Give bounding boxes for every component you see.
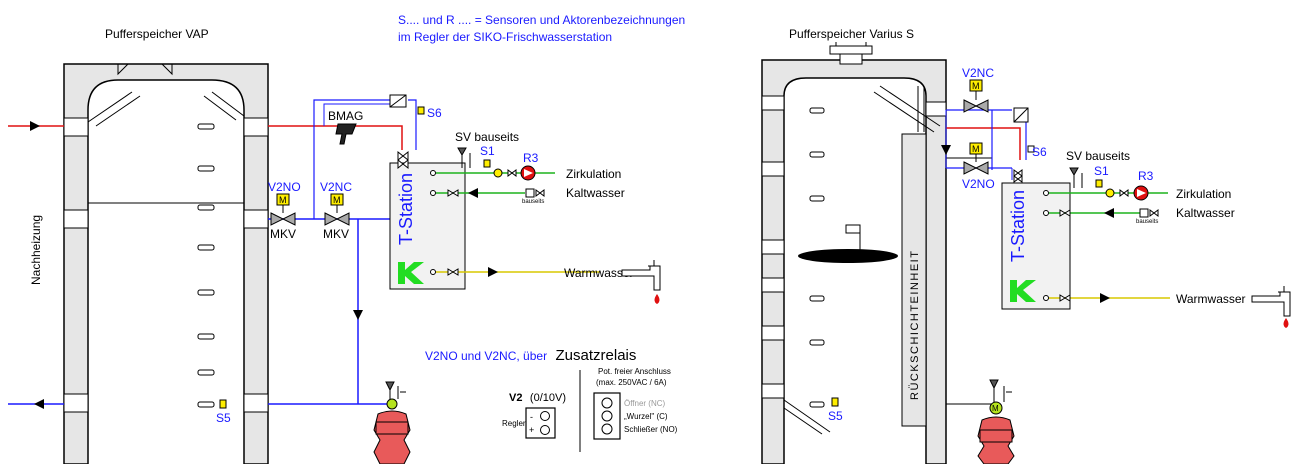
bmag-symbol-icon	[335, 123, 357, 145]
left-drop-icon	[654, 294, 660, 304]
right-bauseits-label: bauseits	[1136, 219, 1158, 225]
left-valve-v2nc[interactable]: V2NC M MKV	[320, 180, 352, 241]
left-s6-label: S6	[427, 106, 442, 120]
left-r3-label: R3	[523, 151, 539, 165]
relay-heading: V2NO und V2NC, über Zusatzrelais	[425, 347, 636, 364]
relay-schliesser: Schließer (NO)	[624, 425, 678, 434]
left-valve-v2no[interactable]: V2NO M MKV	[268, 180, 301, 241]
left-sensor-s6: S6	[389, 94, 442, 120]
right-stratifier-column	[901, 133, 927, 427]
right-faucet-icon	[1251, 291, 1291, 317]
relay-v2: V2	[509, 392, 522, 404]
left-station-logo-icon	[398, 262, 424, 284]
left-valve-v2no-sub: MKV	[270, 227, 296, 241]
left-valve-v2no-label: V2NO	[268, 180, 301, 194]
right-s5-label: S5	[828, 409, 843, 423]
right-drop-icon	[1283, 318, 1289, 328]
right-v2no-label: V2NO	[962, 177, 995, 191]
relay-plus: +	[529, 425, 534, 435]
relay-heading-big: Zusatzrelais	[556, 347, 637, 364]
left-tank-side-label: Nachheizung	[29, 215, 43, 285]
relay-oeffner: Öffner (NC)	[624, 399, 666, 408]
right-valve-v2nc[interactable]: V2NC M	[962, 66, 994, 113]
right-r3-label: R3	[1138, 169, 1154, 183]
right-s1-label: S1	[1094, 164, 1109, 178]
left-sv-label: SV bauseits	[455, 130, 519, 144]
left-t-station-label: T-Station	[396, 173, 416, 245]
left-bmag-label: BMAG	[328, 109, 363, 123]
left-tank-title: Pufferspeicher VAP	[105, 27, 209, 41]
right-t-station-label: T-Station	[1008, 190, 1028, 262]
left-warmwasser-label: Warmwasser	[564, 266, 634, 280]
left-s5-label: S5	[216, 411, 231, 425]
left-tank-vessel	[87, 79, 245, 464]
right-sensor-s6: S6	[1013, 107, 1047, 159]
right-sv-icon	[1069, 167, 1083, 188]
relay-pot-line1: Pot. freier Anschluss	[598, 367, 671, 376]
relay-minus: -	[530, 412, 533, 422]
right-tank-title: Pufferspeicher Varius S	[789, 27, 914, 41]
right-zirkulation-label: Zirkulation	[1176, 187, 1231, 201]
right-t-station[interactable]: T-Station	[1001, 169, 1071, 310]
left-bottom-sensors: S5	[216, 381, 411, 464]
relay-section: V2NO und V2NC, über Zusatzrelais V2 (0/1…	[425, 347, 678, 452]
relay-pot-line2: (max. 250VAC / 6A)	[596, 378, 667, 387]
relay-v2-label: V2 (0/10V)	[509, 388, 566, 405]
right-v2nc-motor: M	[972, 81, 980, 91]
left-outlet-lines: R3 S1 SV bauseits bauseits Zirkulation K…	[436, 130, 661, 304]
right-tank: Pufferspeicher Varius S RÜCKSCHICHTEINHE…	[761, 27, 947, 464]
left-bmag: BMAG	[328, 109, 363, 145]
left-t-station[interactable]: T-Station	[389, 150, 466, 290]
right-outlet-lines: R3 S1 SV bauseits bauseits Zirkulation K…	[1049, 149, 1291, 328]
left-faucet-icon	[621, 265, 661, 291]
left-mag-vessel-icon	[373, 410, 411, 464]
right-tank-vessel	[783, 77, 927, 464]
left-tank: Pufferspeicher VAP Nachhe	[29, 27, 269, 464]
left-s1-label: S1	[480, 144, 495, 158]
right-valve-v2no[interactable]: M V2NO	[962, 142, 995, 191]
left-sv-icon	[457, 147, 471, 168]
right-tank-disc	[798, 249, 898, 263]
right-s6-label: S6	[1032, 145, 1047, 159]
relay-wurzel: „Wurzel" (C)	[624, 412, 668, 421]
relay-heading-prefix: V2NO und V2NC, über	[425, 349, 547, 363]
right-v2no-motor: M	[972, 144, 980, 154]
relay-regler: Regler	[502, 419, 526, 428]
right-stratifier-label: RÜCKSCHICHTEINHEIT	[909, 250, 921, 400]
right-v2nc-label: V2NC	[962, 66, 994, 80]
note-line-1: S.... und R .... = Sensoren und Aktorenb…	[398, 13, 685, 27]
relay-v2-range: (0/10V)	[530, 392, 566, 404]
left-zirkulation-label: Zirkulation	[566, 167, 621, 181]
left-valve-v2nc-motor: M	[333, 195, 341, 205]
right-sv-label: SV bauseits	[1066, 149, 1130, 163]
left-valve-v2nc-label: V2NC	[320, 180, 352, 194]
right-warmwasser-label: Warmwasser	[1176, 292, 1246, 306]
right-station-logo-icon	[1010, 280, 1036, 302]
note-line-2: im Regler der SIKO-Frischwasserstation	[398, 30, 612, 44]
left-valve-v2no-motor: M	[279, 195, 287, 205]
right-bottom-sensors: S5 M	[828, 379, 1015, 464]
relay-regler-box	[525, 407, 556, 439]
left-valve-v2nc-sub: MKV	[323, 227, 349, 241]
right-mag-pump-motor: M	[992, 404, 999, 413]
right-kaltwasser-label: Kaltwasser	[1176, 206, 1235, 220]
left-bauseits-label: bauseits	[522, 199, 544, 205]
left-kaltwasser-label: Kaltwasser	[566, 186, 625, 200]
